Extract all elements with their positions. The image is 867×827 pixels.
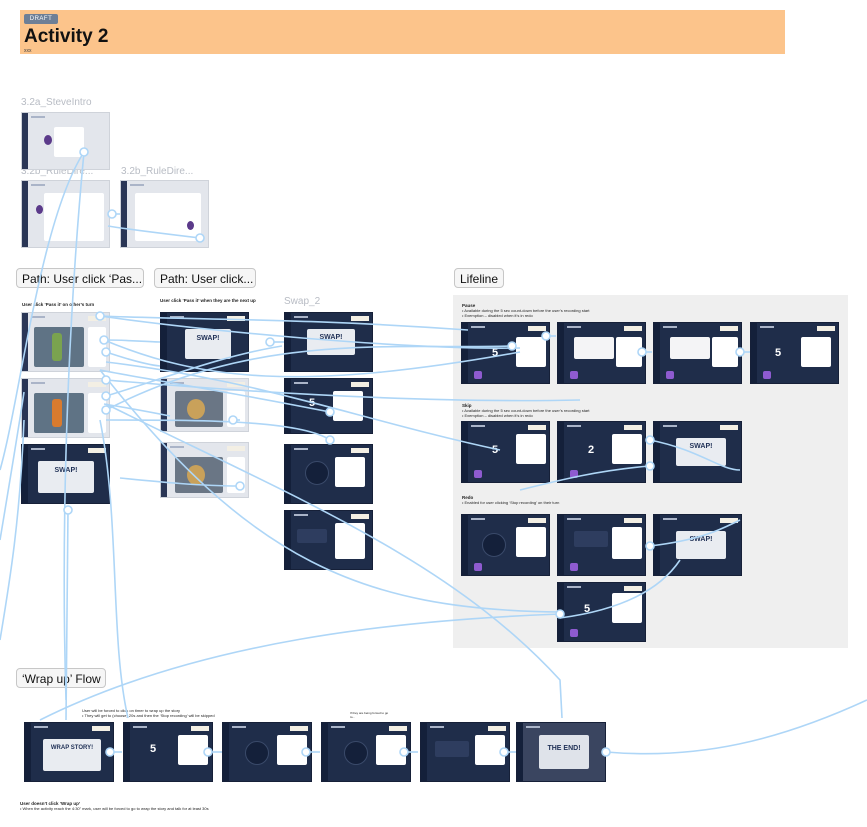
avatar (570, 563, 578, 571)
frame-wrap-2[interactable]: 5 (123, 722, 213, 782)
swap-title: SWAP! (319, 334, 343, 341)
frame-wrap-1[interactable]: WRAP STORY! (24, 722, 114, 782)
swap-title: SWAP! (689, 443, 713, 450)
frame-pause-2[interactable] (557, 322, 646, 384)
countdown-number: 5 (492, 347, 499, 359)
note-pass-other: User click ‘Pass it’ on other’s turn (22, 302, 95, 307)
steve-character-icon (187, 221, 194, 230)
note-skip: Skip • Available during the 5 sec count-… (462, 403, 590, 418)
note-redo: Redo • Enabled for user clicking ‘Stop r… (462, 495, 560, 505)
character-icon (187, 465, 205, 485)
frame-label-rule-dir-1: 3.2b_RuleDire... (21, 166, 94, 177)
page-subtitle: xxx (24, 48, 32, 54)
avatar (570, 629, 578, 637)
activity-banner: DRAFT Activity 2 xxx (20, 10, 785, 54)
frame-skip-1[interactable]: 5 (461, 421, 550, 483)
note-pause: Pause • Available during the 5 sec count… (462, 303, 590, 318)
frame-redo-1[interactable] (461, 514, 550, 576)
connector-nodes (63, 147, 745, 757)
note-wrap-forced: If they are being forced to go to... (350, 711, 389, 719)
character-icon (52, 333, 62, 361)
avatar (570, 371, 578, 379)
frame-redo-2[interactable] (557, 514, 646, 576)
frame-rule-dir-2[interactable] (120, 180, 209, 248)
frame-pass-next-swap[interactable]: SWAP! (160, 312, 249, 372)
page-title: Activity 2 (24, 26, 109, 47)
countdown-number: 5 (492, 444, 499, 456)
frame-steve-intro[interactable] (21, 112, 110, 170)
frame-label-rule-dir-2: 3.2b_RuleDire... (121, 166, 194, 177)
countdown-number: 5 (150, 743, 157, 755)
avatar (474, 563, 482, 571)
swap-title: SWAP! (689, 536, 713, 543)
swap-title: SWAP! (196, 335, 220, 342)
section-wrap-up-flow[interactable]: ‘Wrap up’ Flow (16, 668, 106, 688)
frame-swap2-4[interactable] (284, 510, 373, 570)
connector-lines (0, 151, 867, 755)
frame-skip-swap[interactable]: SWAP! (653, 421, 742, 483)
frame-wrap-4[interactable] (321, 722, 411, 782)
section-lifeline[interactable]: Lifeline (454, 268, 504, 288)
note-bottom: User doesn’t click ‘Wrap up’ • When the … (20, 801, 209, 811)
frame-swap2-3[interactable] (284, 444, 373, 504)
frame-pass-other-2[interactable] (21, 378, 110, 438)
countdown-number: 5 (775, 347, 782, 359)
avatar (474, 470, 482, 478)
frame-pass-other-1[interactable] (21, 312, 110, 372)
steve-character-icon (36, 205, 43, 214)
frame-pause-3[interactable] (653, 322, 742, 384)
frame-pause-4[interactable]: 5 (750, 322, 839, 384)
avatar (570, 470, 578, 478)
countdown-number: 2 (588, 444, 595, 456)
avatar (763, 371, 771, 379)
steve-character-icon (44, 135, 52, 145)
avatar (666, 371, 674, 379)
draft-badge: DRAFT (24, 14, 58, 24)
frame-label-swap-2: Swap_2 (284, 296, 321, 307)
the-end-title: THE END! (547, 745, 581, 752)
note-wrap-up: User will be forced to click on timer to… (82, 708, 215, 718)
section-path-pass-next[interactable]: Path: User click... (154, 268, 256, 288)
note-pass-next: User click ‘Pass it’ when they are the n… (160, 298, 256, 303)
section-path-pass-other[interactable]: Path: User click ‘Pas... (16, 268, 144, 288)
countdown-number: 5 (584, 603, 591, 615)
frame-pause-1[interactable]: 5 (461, 322, 550, 384)
frame-the-end[interactable]: THE END! (516, 722, 606, 782)
frame-label-steve-intro: 3.2a_SteveIntro (21, 97, 92, 108)
frame-wrap-5[interactable] (420, 722, 510, 782)
character-icon (52, 399, 62, 427)
avatar (474, 371, 482, 379)
wrap-story-title: WRAP STORY! (50, 745, 94, 751)
character-icon (187, 399, 205, 419)
